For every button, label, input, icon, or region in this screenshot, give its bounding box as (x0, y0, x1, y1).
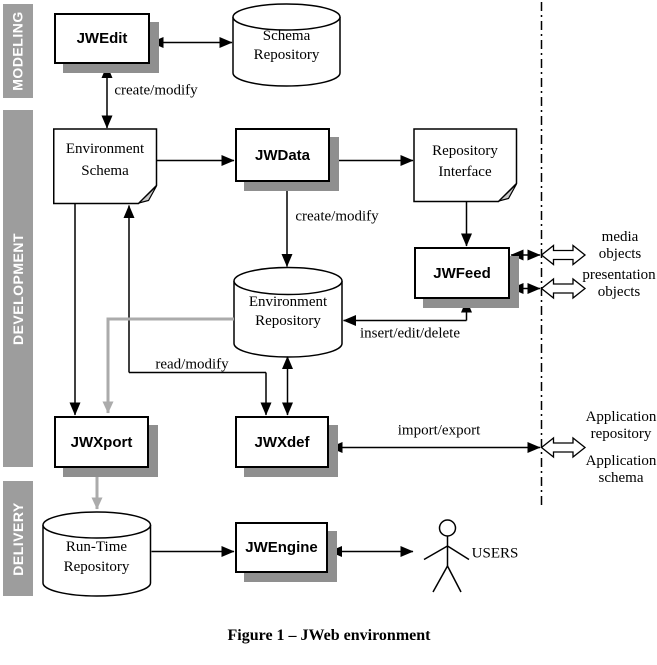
media-objects-arrow (540, 244, 587, 266)
gray-connectors (91, 317, 234, 510)
hollow-arrows (540, 244, 587, 459)
edge-label-create-modify-top: create/modify (114, 82, 198, 99)
users-actor-icon (423, 519, 470, 593)
node-jwfeed-label: JWFeed (433, 264, 491, 282)
node-jwxdef: JWXdef (235, 416, 329, 468)
node-runtime-repository-label: Run-Time Repository (63, 539, 130, 575)
band-modeling-label: MODELING (10, 11, 27, 91)
node-jwfeed: JWFeed (414, 247, 510, 299)
edge-label-import-export: import/export (397, 422, 481, 439)
node-schema-repository-label: Schema Repository (253, 27, 320, 63)
connectors (69, 37, 541, 557)
node-jwengine-label: JWEngine (245, 539, 318, 556)
users-label: USERS (471, 545, 519, 562)
edge-label-create-modify-mid: create/modify (295, 208, 379, 225)
node-jwdata-label: JWData (254, 146, 310, 164)
node-environment-repository-shape (233, 266, 343, 358)
node-jwxport: JWXport (54, 416, 149, 468)
node-environment-repository-label: Environment Repository (248, 294, 328, 329)
node-jwengine: JWEngine (235, 522, 328, 573)
annotation-media-objects: media objects (598, 229, 642, 262)
annotation-presentation-objects: presentation objects (582, 267, 656, 300)
annotation-application-repository: Application repository (585, 409, 657, 442)
figure-caption: Figure 1 – JWeb environment (227, 627, 431, 644)
node-jwedit: JWEdit (54, 13, 150, 64)
edge-environment-repository-jwxport (102, 317, 234, 414)
node-environment-schema-shape (53, 128, 158, 205)
node-repository-interface-shape (413, 128, 518, 203)
node-jwedit-label: JWEdit (76, 30, 128, 47)
band-modeling: MODELING (3, 4, 33, 98)
node-jwxport-label: JWXport (70, 433, 133, 451)
presentation-objects-arrow (540, 277, 587, 300)
node-repository-interface-label: Repository Interface (432, 143, 498, 180)
node-jwdata: JWData (235, 128, 330, 182)
node-runtime-repository-shape (42, 511, 152, 597)
application-arrow (540, 436, 587, 459)
node-environment-schema-label: Environment Schema (65, 141, 145, 179)
band-development-label: DEVELOPMENT (10, 232, 27, 345)
node-jwxdef-label: JWXdef (254, 433, 310, 451)
band-development: DEVELOPMENT (3, 110, 33, 467)
band-delivery-label: DELIVERY (10, 501, 26, 576)
node-schema-repository-shape (232, 3, 341, 87)
annotation-application-schema: Application schema (585, 453, 657, 486)
edge-label-insert-edit-delete: insert/edit/delete (360, 325, 460, 342)
edge-label-read-modify: read/modify (155, 356, 229, 373)
band-delivery: DELIVERY (3, 481, 33, 596)
